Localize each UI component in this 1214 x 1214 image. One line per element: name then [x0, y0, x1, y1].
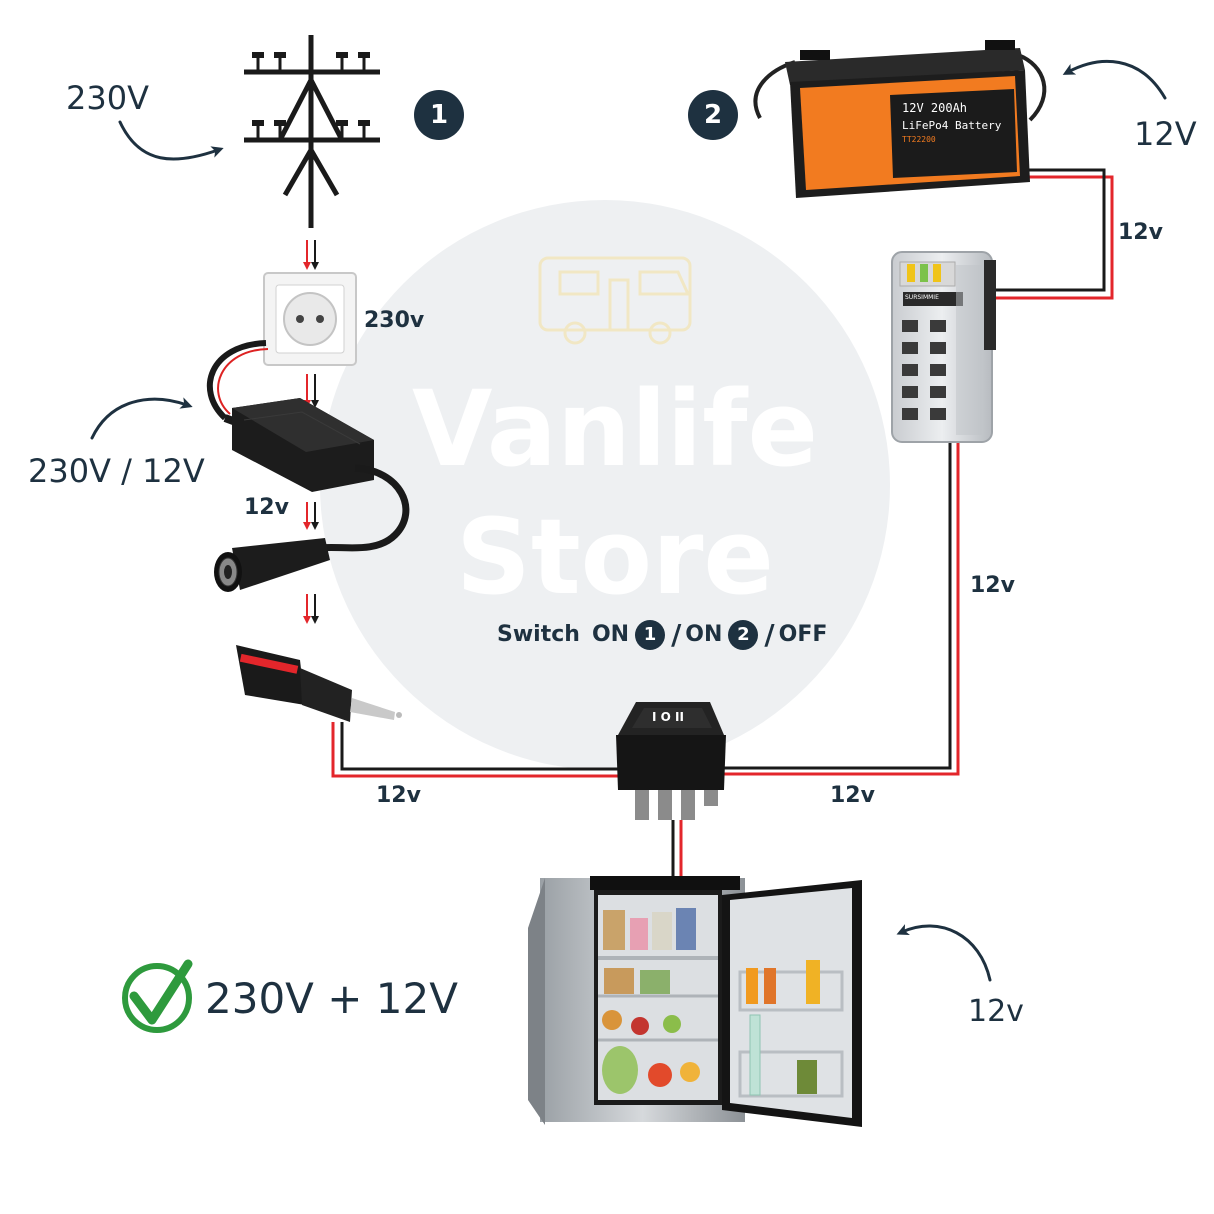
watermark-line2: Store [456, 496, 774, 618]
grid-voltage-label: 230V [66, 79, 149, 117]
lifepo4-battery-icon [753, 40, 1047, 198]
rocker-switch-icon [616, 702, 726, 820]
switch-caption-sep2: / [764, 618, 775, 651]
power-adapter-icon [206, 340, 410, 552]
switch-caption-off: OFF [778, 622, 828, 647]
utility-pole-icon [244, 35, 380, 228]
flow-arrows [303, 240, 319, 624]
wall-socket-icon [263, 272, 357, 366]
switch-caption-sep1: / [671, 618, 682, 651]
switch-caption-on1: ON [591, 622, 630, 647]
fuse-box-icon [891, 251, 996, 443]
converter-output-label: 12v [244, 495, 289, 520]
switch-symbol: I O II [652, 710, 684, 724]
result-label: 230V + 12V [205, 974, 458, 1023]
watermark-line1: Vanlife [411, 368, 819, 490]
food-items [602, 908, 700, 1094]
switch-caption-on2: ON [685, 622, 723, 647]
switch-caption-badge2: 2 [728, 620, 759, 650]
battery-model: TT22200 [902, 135, 936, 144]
switch-caption-badge1: 1 [635, 620, 666, 650]
wiring [331, 168, 1114, 880]
fuse-to-switch-label: 12v [970, 573, 1015, 598]
battery-line1: 12V 200Ah [902, 101, 968, 115]
battery-voltage-label: 12V [1134, 115, 1197, 153]
cigarette-socket-icon [214, 538, 330, 592]
fridge-voltage-label: 12v [968, 994, 1024, 1029]
switch-caption: Switch ON 1 / ON 2 / OFF [497, 620, 827, 650]
socket-voltage-label: 230v [364, 308, 425, 333]
fridge-icon [528, 876, 862, 1127]
left-wire-label: 12v [376, 783, 421, 808]
battery-line2: LiFePo4 Battery [902, 119, 1002, 132]
curved-arrow-icon [90, 59, 1167, 982]
converter-voltage-label: 230V / 12V [28, 452, 205, 490]
badge-one: 1 [414, 90, 464, 140]
checkmark-icon [122, 959, 193, 1033]
cigarette-plug-icon [236, 645, 402, 722]
fusebox-brand: SURSIMMIE [905, 294, 939, 301]
camper-van-icon [538, 256, 692, 345]
right-wire-label: 12v [830, 783, 875, 808]
switch-caption-prefix: Switch [497, 622, 580, 647]
badge-two: 2 [688, 90, 738, 140]
battery-to-fuse-label: 12v [1118, 220, 1163, 245]
